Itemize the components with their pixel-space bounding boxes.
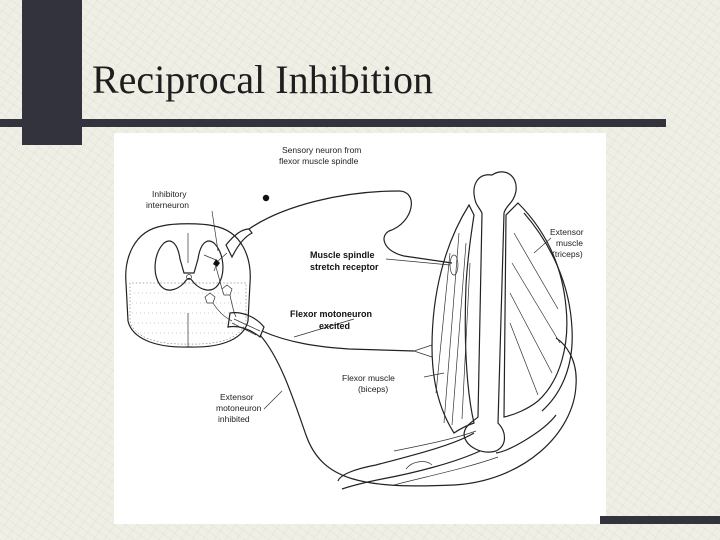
ventral-root <box>227 312 265 338</box>
forearm-muscles <box>393 430 499 486</box>
label-extensor-muscle: Extensor muscle (triceps) <box>550 227 586 259</box>
spinal-cord-cross-section <box>125 223 251 348</box>
leader-lines <box>211 210 552 410</box>
flexor-muscle-biceps <box>431 203 475 434</box>
diagram-drawing: Sensory neuron from flexor muscle spindl… <box>125 145 586 490</box>
label-sensory-neuron: Sensory neuron from flexor muscle spindl… <box>279 145 364 166</box>
title-underline-rule <box>0 119 666 127</box>
neurons-in-cord <box>203 254 237 322</box>
bottom-right-rule <box>600 516 720 524</box>
forearm-bones <box>337 432 481 490</box>
label-inhibitory-interneuron: Inhibitory interneuron <box>146 189 189 210</box>
label-extensor-motoneuron: Extensor motoneuron inhibited <box>216 392 264 424</box>
label-flexor-motoneuron: Flexor motoneuron excited <box>290 309 375 331</box>
flexor-motor-axon <box>261 330 433 358</box>
humerus-bone <box>463 171 517 453</box>
extensor-muscle-triceps <box>495 202 573 454</box>
extensor-motor-axon <box>259 334 577 487</box>
label-muscle-spindle: Muscle spindle stretch receptor <box>310 250 379 272</box>
label-flexor-muscle: Flexor muscle (biceps) <box>342 373 397 394</box>
slide-title: Reciprocal Inhibition <box>92 57 434 102</box>
reciprocal-inhibition-diagram: Sensory neuron from flexor muscle spindl… <box>114 133 606 524</box>
